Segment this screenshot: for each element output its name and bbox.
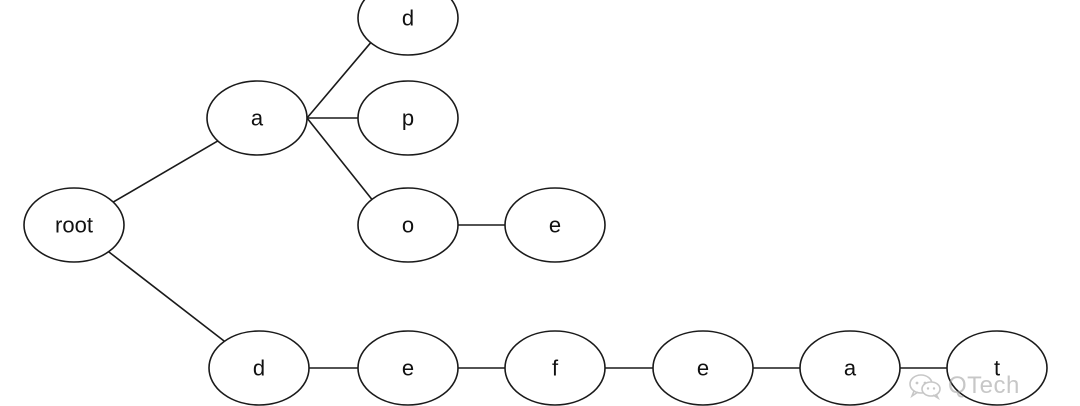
node-label-a: a — [251, 106, 264, 131]
node-def: f — [504, 330, 606, 406]
edge-root-a — [112, 140, 219, 203]
node-label-ad: d — [402, 6, 414, 31]
node-label-defea: a — [844, 356, 857, 381]
node-ellipse-defea — [799, 330, 901, 406]
node-label-root: root — [55, 213, 93, 238]
node-ap: p — [357, 80, 459, 156]
node-label-ao: o — [402, 213, 414, 238]
watermark-text: QTech — [948, 372, 1020, 399]
node-ellipse-ad — [357, 0, 459, 56]
nodes-layer: root a d p o e d e f e a t — [23, 0, 1048, 406]
node-de: e — [357, 330, 459, 406]
node-ellipse-ao — [357, 187, 459, 263]
node-ellipse-de — [357, 330, 459, 406]
node-ellipse-root — [23, 187, 125, 263]
watermark: QTech — [908, 366, 1020, 406]
edges-layer — [108, 42, 947, 369]
node-ellipse-defeat — [946, 330, 1048, 406]
node-ao: o — [357, 187, 459, 263]
node-label-d: d — [253, 356, 265, 381]
edge-root-d — [108, 251, 225, 342]
node-defe: e — [652, 330, 754, 406]
node-ad: d — [357, 0, 459, 56]
edge-a-ad — [306, 42, 372, 119]
node-ellipse-aoe — [504, 187, 606, 263]
node-ellipse-def — [504, 330, 606, 406]
node-label-def: f — [552, 356, 559, 381]
node-ellipse-d — [208, 330, 310, 406]
node-ellipse-a — [206, 80, 308, 156]
wechat-icon — [909, 374, 941, 400]
node-d: d — [208, 330, 310, 406]
node-defea: a — [799, 330, 901, 406]
edge-a-ao — [306, 117, 373, 200]
node-ellipse-ap — [357, 80, 459, 156]
node-root: root — [23, 187, 125, 263]
node-a: a — [206, 80, 308, 156]
node-label-de: e — [402, 356, 414, 381]
node-label-aoe: e — [549, 213, 561, 238]
node-aoe: e — [504, 187, 606, 263]
node-ellipse-defe — [652, 330, 754, 406]
node-defeat: t — [946, 330, 1048, 406]
node-label-defe: e — [697, 356, 709, 381]
node-label-defeat: t — [994, 356, 1000, 381]
node-label-ap: p — [402, 106, 414, 131]
